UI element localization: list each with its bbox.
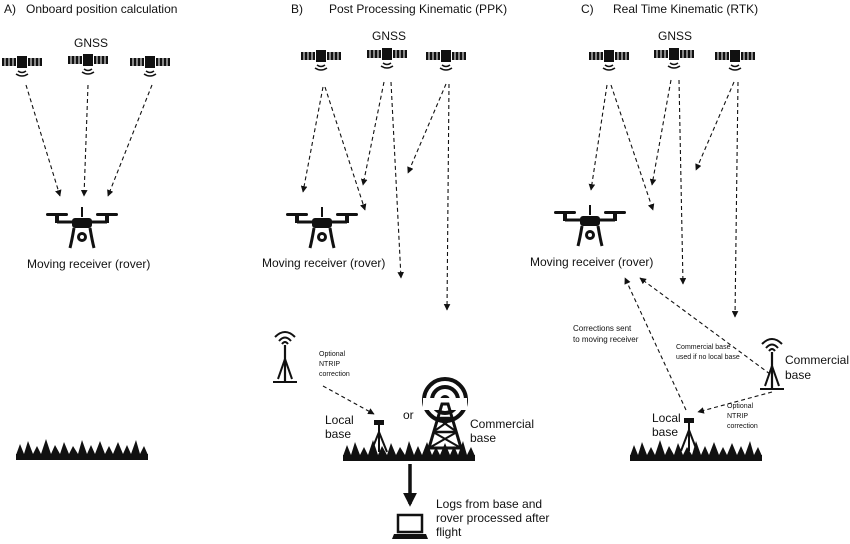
- satellite-icon: [588, 49, 630, 71]
- satellite-icon: [653, 47, 695, 69]
- panel-b-gnss-label: GNSS: [372, 29, 406, 43]
- satellite-icon: [425, 49, 467, 71]
- drone-icon: [44, 205, 120, 250]
- signal-arrows: [300, 81, 451, 415]
- satellite-icon: [366, 47, 408, 69]
- satellite-icon: [714, 49, 756, 71]
- panel-b-logs-label: Logs from base and rover processed after…: [436, 497, 553, 539]
- panel-b-ntrip-note: Optional NTRIP correction: [319, 351, 350, 378]
- satellite-icon: [129, 55, 171, 77]
- panel-a-rover-label: Moving receiver (rover): [27, 257, 150, 271]
- signal-arrows: [588, 79, 773, 414]
- grass-icon: [630, 440, 762, 461]
- satellite-icon: [300, 49, 342, 71]
- panel-c-gnss-label: GNSS: [658, 29, 692, 43]
- satellite-icon: [1, 55, 43, 77]
- panel-a-letter: A): [4, 2, 16, 16]
- panel-b-commercial-base-label: Commercial base: [470, 417, 537, 445]
- panel-a-gnss-label: GNSS: [74, 36, 108, 50]
- panel-b-letter: B): [291, 2, 303, 16]
- panel-b: B) Post Processing Kinematic (PPK) GNSS …: [262, 2, 553, 539]
- panel-b-rover-label: Moving receiver (rover): [262, 256, 385, 270]
- panel-b-title: Post Processing Kinematic (PPK): [329, 2, 507, 16]
- panel-c: C) Real Time Kinematic (RTK) GNSS Moving…: [530, 2, 850, 461]
- laptop-icon: [392, 513, 428, 539]
- grass-icon: [343, 440, 475, 461]
- panel-b-local-base-label: Local base: [325, 413, 357, 441]
- radio-tower-icon: [422, 377, 468, 450]
- satellite-icon: [67, 53, 109, 75]
- panel-c-commercial-note: Commercial base used if no local base: [676, 344, 740, 361]
- panel-c-local-base-label: Local base: [652, 411, 684, 439]
- panel-c-corrections-note: Corrections sent to moving receiver: [573, 324, 639, 344]
- grass-icon: [16, 439, 148, 460]
- panel-c-ntrip-note: Optional NTRIP correction: [727, 403, 758, 430]
- signal-arrows: [25, 84, 153, 197]
- panel-b-or-label: or: [403, 408, 414, 422]
- panel-c-rover-label: Moving receiver (rover): [530, 255, 653, 269]
- panel-c-letter: C): [581, 2, 594, 16]
- panel-a: A) Onboard position calculation GNSS Mov…: [1, 2, 177, 460]
- panel-a-title: Onboard position calculation: [26, 2, 177, 16]
- panel-c-commercial-base-label: Commercial base: [785, 353, 850, 382]
- antenna-icon: [760, 338, 784, 390]
- panel-c-title: Real Time Kinematic (RTK): [613, 2, 758, 16]
- antenna-icon: [273, 331, 297, 383]
- drone-icon: [552, 203, 628, 248]
- drone-icon: [284, 205, 360, 250]
